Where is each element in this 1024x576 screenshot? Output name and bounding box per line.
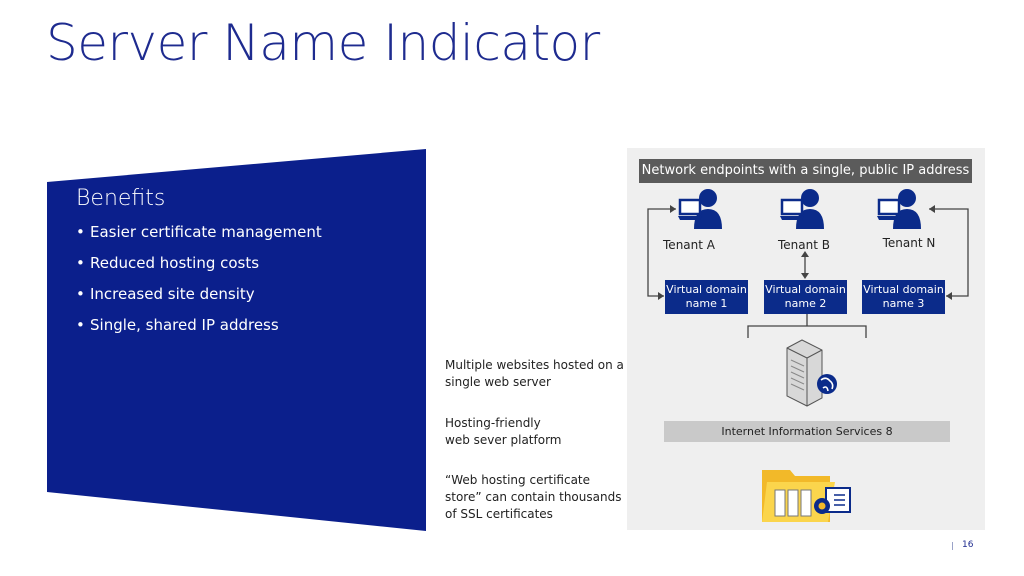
endpoint-banner: Network endpoints with a single, public …	[639, 159, 972, 183]
virtual-domain-1: Virtual domain name 1	[665, 280, 748, 314]
virtual-domain-2-label: Virtual domain name 2	[765, 283, 846, 310]
virtual-domain-3: Virtual domain name 3	[862, 280, 945, 314]
benefit-item: Reduced hosting costs	[76, 251, 322, 282]
benefit-item: Easier certificate management	[76, 220, 322, 251]
virtual-domain-1-label: Virtual domain name 1	[666, 283, 747, 310]
multiple-websites-label: Multiple websites hosted on a single web…	[445, 358, 624, 389]
page-divider	[952, 542, 953, 550]
benefits-list: Easier certificate management Reduced ho…	[76, 220, 322, 344]
slide-title: Server Name Indicator	[46, 14, 600, 72]
cert-store-label: “Web hosting certificate store” can cont…	[445, 473, 622, 521]
tenant-b-label: Tenant B	[778, 238, 830, 252]
benefits-heading: Benefits	[76, 186, 166, 211]
tenant-n-label: Tenant N	[882, 236, 936, 250]
virtual-domain-2: Virtual domain name 2	[764, 280, 847, 314]
iis-bar: Internet Information Services 8	[664, 421, 950, 442]
diagram-background	[627, 148, 985, 530]
virtual-domain-3-label: Virtual domain name 3	[863, 283, 944, 310]
page-number: 16	[962, 540, 974, 550]
benefit-item: Single, shared IP address	[76, 313, 322, 344]
hosting-friendly-label: Hosting-friendly web sever platform	[445, 416, 562, 447]
benefit-item: Increased site density	[76, 282, 322, 313]
tenant-a-label: Tenant A	[663, 238, 715, 252]
